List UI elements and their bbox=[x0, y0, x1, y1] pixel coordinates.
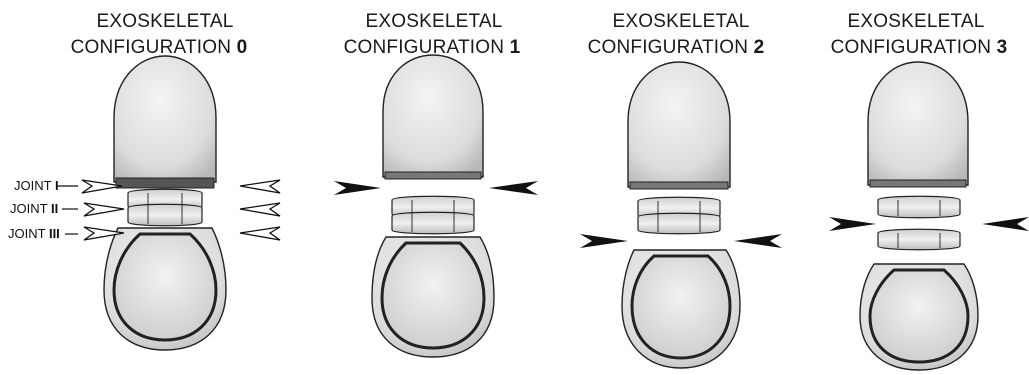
joint-label-i: JOINT I bbox=[14, 178, 59, 193]
joint-ring-upper bbox=[878, 196, 960, 218]
abdomen-segment bbox=[860, 264, 978, 370]
cephalon-segment bbox=[383, 55, 483, 179]
open-arrow-right-joint-iii bbox=[240, 227, 280, 240]
panel-title-line1: EXOSKELETAL bbox=[365, 11, 502, 32]
open-arrow-right-joint-i bbox=[240, 180, 280, 193]
panel-configuration-2: EXOSKELETAL CONFIGURATION 2 bbox=[580, 11, 782, 368]
joint-rings bbox=[128, 189, 202, 226]
cephalon-segment bbox=[628, 62, 730, 189]
panel-configuration-1: EXOSKELETAL CONFIGURATION 1 bbox=[334, 11, 538, 357]
cephalon-segment bbox=[868, 62, 968, 187]
abdomen-segment bbox=[622, 250, 740, 368]
solid-arrow-right bbox=[734, 234, 782, 248]
joint-rings bbox=[392, 196, 474, 234]
cephalon-segment bbox=[114, 56, 216, 188]
open-arrow-left-joint-ii bbox=[84, 203, 124, 216]
panel-title-line2: CONFIGURATION 3 bbox=[831, 37, 1008, 58]
solid-arrow-left bbox=[334, 181, 381, 195]
panel-title-line1: EXOSKELETAL bbox=[847, 11, 984, 32]
solid-arrow-left bbox=[580, 234, 628, 248]
panel-title-line1: EXOSKELETAL bbox=[96, 11, 233, 32]
panel-title-line2: CONFIGURATION 2 bbox=[588, 37, 765, 58]
panel-title-line2: CONFIGURATION 0 bbox=[71, 37, 248, 58]
solid-arrow-left bbox=[829, 217, 876, 231]
solid-arrow-right bbox=[982, 217, 1029, 231]
joint-label-iii: JOINT III bbox=[8, 226, 60, 241]
abdomen-segment bbox=[104, 228, 226, 350]
joint-rings bbox=[638, 197, 720, 234]
abdomen-segment bbox=[372, 237, 494, 357]
solid-arrow-right bbox=[489, 181, 538, 195]
joint-label-ii: JOINT II bbox=[10, 201, 58, 216]
joint-ring-lower bbox=[878, 229, 960, 250]
open-arrow-right-joint-ii bbox=[240, 203, 280, 216]
panel-configuration-3: EXOSKELETAL CONFIGURATION 3 bbox=[829, 11, 1029, 370]
panel-title-line1: EXOSKELETAL bbox=[612, 11, 749, 32]
panel-configuration-0: EXOSKELETAL CONFIGURATION 0 JOINT I JOIN… bbox=[8, 11, 280, 350]
